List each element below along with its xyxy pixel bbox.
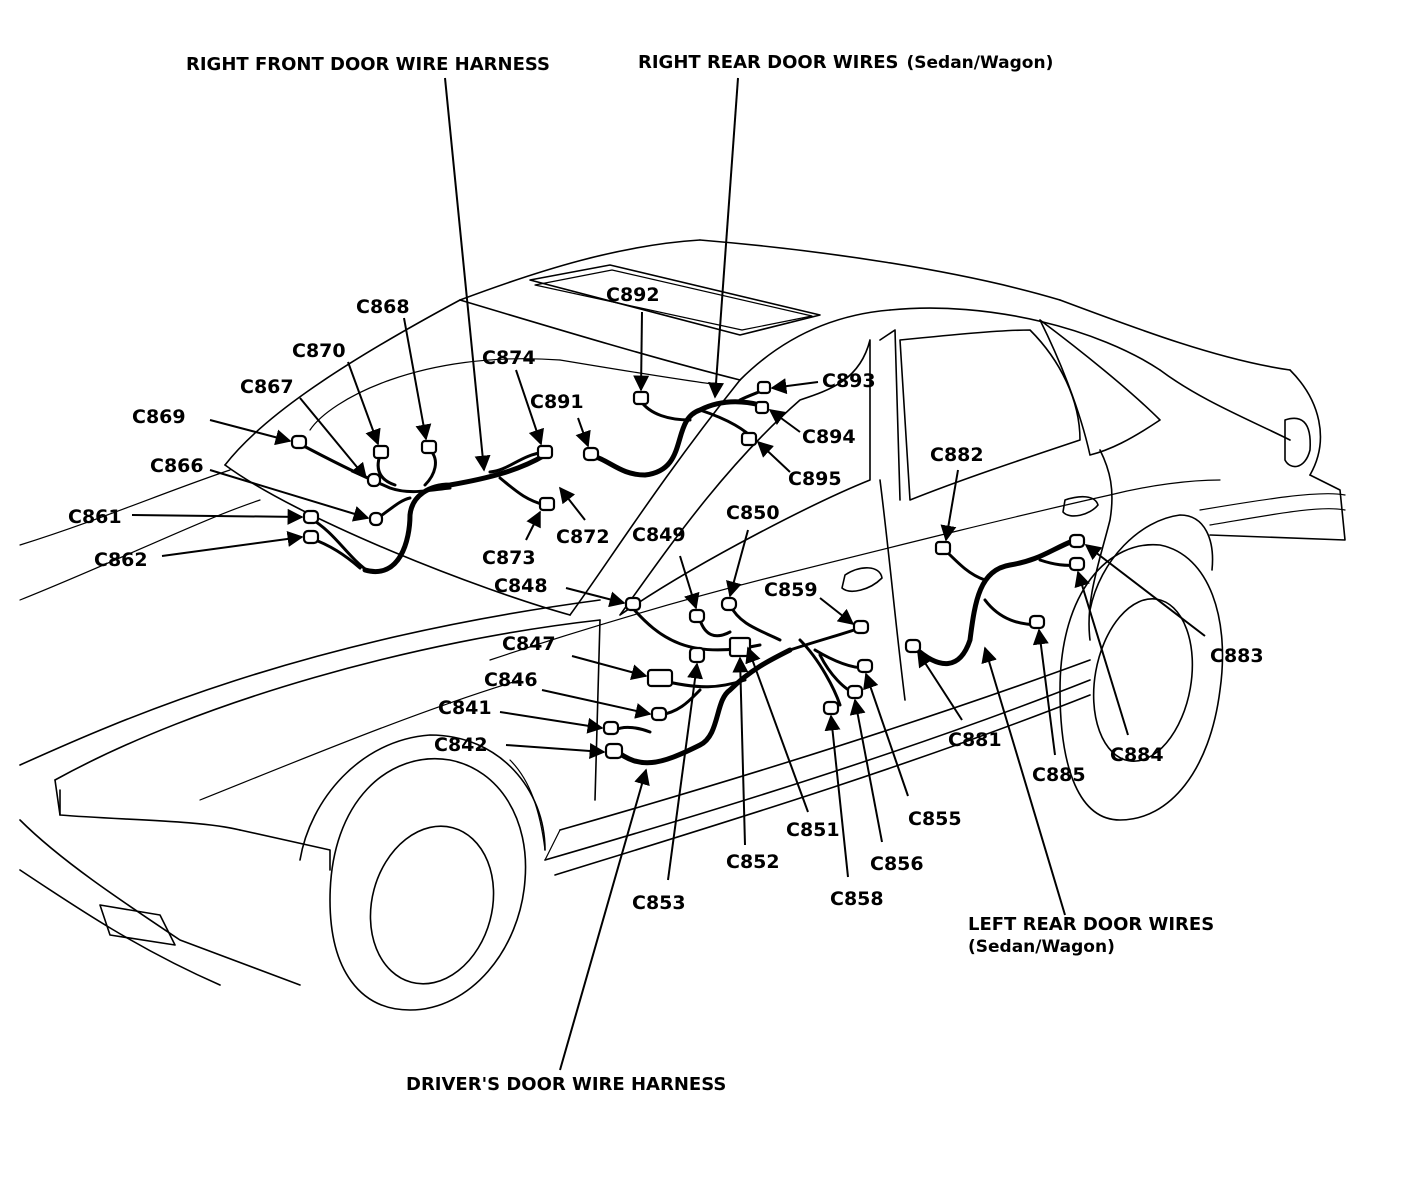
connector-label-c893: C893 bbox=[822, 370, 876, 392]
connector-label-c858: C858 bbox=[830, 888, 884, 910]
connector-label-c848: C848 bbox=[494, 575, 548, 597]
connector-label-c869: C869 bbox=[132, 406, 186, 428]
connector-label-c846: C846 bbox=[484, 669, 538, 691]
connector-label-c895: C895 bbox=[788, 468, 842, 490]
connector-label-c849: C849 bbox=[632, 524, 686, 546]
harness-left-rear bbox=[912, 537, 1080, 666]
connector-label-c859: C859 bbox=[764, 579, 818, 601]
connector-label-c873: C873 bbox=[482, 547, 536, 569]
right-rear-door-wires-title: RIGHT REAR DOOR WIRES bbox=[638, 52, 899, 73]
connector-label-c882: C882 bbox=[930, 444, 984, 466]
connector-label-c850: C850 bbox=[726, 502, 780, 524]
connector-label-c870: C870 bbox=[292, 340, 346, 362]
right-rear-door-wires-note: (Sedan/Wagon) bbox=[907, 53, 1054, 73]
connector-label-c853: C853 bbox=[632, 892, 686, 914]
connector-label-c852: C852 bbox=[726, 851, 780, 873]
leader-lines bbox=[131, 77, 1206, 1071]
connector-label-c884: C884 bbox=[1110, 744, 1164, 766]
connector-label-c883: C883 bbox=[1210, 645, 1264, 667]
connector-label-c861: C861 bbox=[68, 506, 122, 528]
connector-label-c842: C842 bbox=[434, 734, 488, 756]
car-outline bbox=[19, 239, 1346, 1011]
connector-label-c841: C841 bbox=[438, 697, 492, 719]
connector-label-c867: C867 bbox=[240, 376, 294, 398]
connector-label-c856: C856 bbox=[870, 853, 924, 875]
connector-shapes bbox=[290, 380, 1086, 760]
connector-label-c891: C891 bbox=[530, 391, 584, 413]
connector-label-c894: C894 bbox=[802, 426, 856, 448]
connector-label-c874: C874 bbox=[482, 347, 536, 369]
left-rear-door-wires-label: LEFT REAR DOOR WIRES bbox=[968, 914, 1214, 935]
connector-label-c855: C855 bbox=[908, 808, 962, 830]
connector-label-c881: C881 bbox=[948, 729, 1002, 751]
connector-label-c851: C851 bbox=[786, 819, 840, 841]
connector-label-c892: C892 bbox=[606, 284, 660, 306]
drivers-door-harness-label: DRIVER'S DOOR WIRE HARNESS bbox=[406, 1074, 726, 1095]
left-rear-door-wires-note: (Sedan/Wagon) bbox=[968, 937, 1115, 957]
right-front-door-harness-label: RIGHT FRONT DOOR WIRE HARNESS bbox=[186, 54, 550, 75]
connector-label-c885: C885 bbox=[1032, 764, 1086, 786]
connector-label-c866: C866 bbox=[150, 455, 204, 477]
connector-label-c847: C847 bbox=[502, 633, 556, 655]
harness-right-rear bbox=[587, 386, 770, 478]
connector-label-c872: C872 bbox=[556, 526, 610, 548]
connector-label-c868: C868 bbox=[356, 296, 410, 318]
connector-label-c862: C862 bbox=[94, 549, 148, 571]
right-rear-door-wires-label: RIGHT REAR DOOR WIRES (Sedan/Wagon) bbox=[638, 52, 1053, 73]
